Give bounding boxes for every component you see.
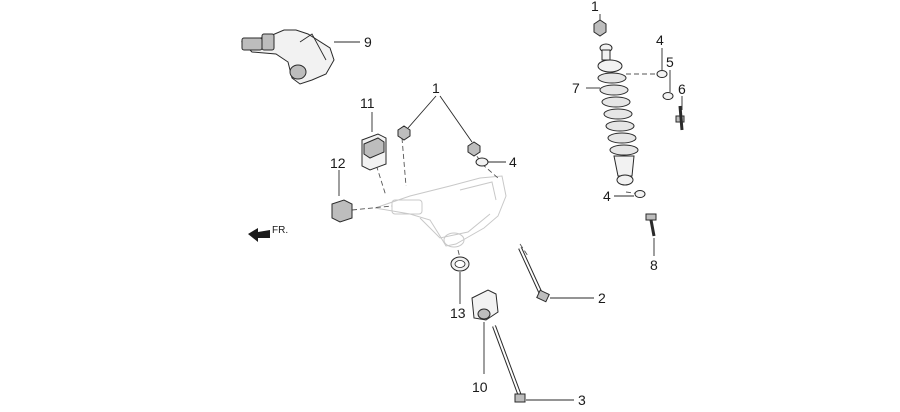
- washer-4-center: [475, 157, 506, 167]
- callout-4-top: 4: [656, 32, 664, 48]
- callout-11: 11: [360, 95, 375, 111]
- callout-2: 2: [598, 290, 606, 306]
- long-bolt-3: [492, 325, 574, 403]
- callout-7: 7: [572, 80, 580, 96]
- bolt-8: [645, 213, 657, 256]
- callout-4-bottom: 4: [603, 188, 611, 204]
- callout-6: 6: [678, 81, 686, 97]
- swing-arm-ghost-outline: [374, 175, 507, 248]
- nut-1a: [397, 125, 411, 141]
- callout-3: 3: [578, 392, 586, 407]
- shock-absorber-7: [586, 14, 639, 186]
- callout-5: 5: [666, 54, 674, 70]
- callout-9: 9: [364, 34, 372, 50]
- bushing-block-11: [361, 112, 387, 171]
- bushing-sleeve-10: [471, 289, 499, 374]
- callout-1-center: 1: [432, 80, 440, 96]
- long-bolt-2: [518, 247, 594, 303]
- swing-arm-thumbnail: [240, 29, 360, 85]
- nut-1-top: [593, 19, 607, 37]
- rubber-stopper-12: [331, 170, 353, 223]
- nut-1b: [467, 141, 481, 157]
- bolt-6: [675, 96, 685, 131]
- callout-4-center: 4: [509, 154, 517, 170]
- leader-1a: [407, 95, 437, 129]
- front-direction-arrow-icon: [248, 228, 270, 242]
- callout-12: 12: [330, 155, 346, 171]
- callout-1-top: 1: [591, 0, 599, 14]
- front-direction-label: FR.: [272, 225, 288, 236]
- washer-4-top: [656, 48, 668, 78]
- spacer-ring-13: [450, 256, 470, 304]
- washer-4-bottom: [614, 190, 646, 198]
- leader-1b: [439, 95, 473, 143]
- callout-13: 13: [450, 305, 466, 321]
- callout-8: 8: [650, 257, 658, 273]
- washer-5: [662, 70, 674, 100]
- callout-10: 10: [472, 379, 488, 395]
